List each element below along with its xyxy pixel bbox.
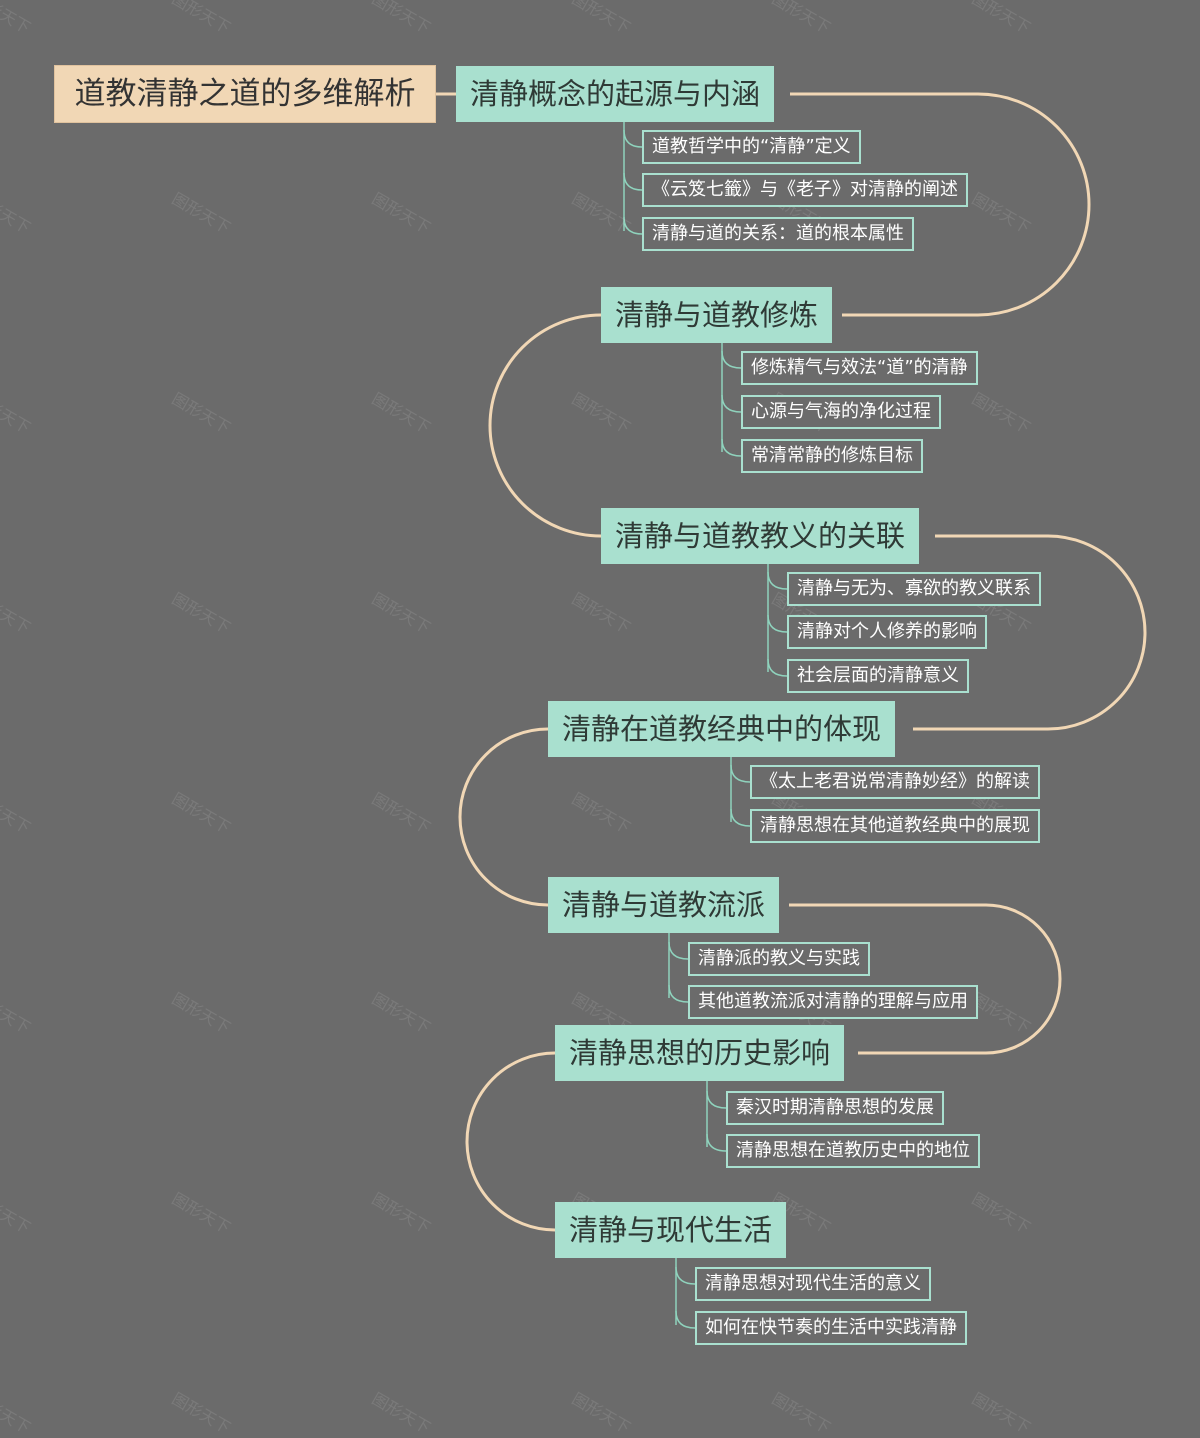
subtopic[interactable]: 清静与无为、寡欲的教义联系 [787, 572, 1041, 606]
topic-historical-influence[interactable]: 清静思想的历史影响 [555, 1025, 845, 1081]
subtopic[interactable]: 清静派的教义与实践 [688, 942, 870, 976]
subtopic[interactable]: 其他道教流派对清静的理解与应用 [688, 985, 978, 1019]
spine-connector-5 [789, 903, 1062, 1055]
branch-line [668, 941, 689, 960]
spine-connector-2 [488, 313, 602, 538]
subtopic[interactable]: 如何在快节奏的生活中实践清静 [695, 1311, 967, 1345]
subtopic[interactable]: 清静对个人修养的影响 [787, 615, 987, 649]
subtopic[interactable]: 心源与气海的净化过程 [741, 395, 941, 429]
branch-line [721, 394, 742, 413]
subtopic[interactable]: 清静思想对现代生活的意义 [695, 1267, 931, 1301]
spine-connector-6 [465, 1051, 556, 1232]
branch-line [706, 1133, 727, 1152]
topic-modern-life[interactable]: 清静与现代生活 [555, 1202, 787, 1258]
topic-schools[interactable]: 清静与道教流派 [548, 877, 780, 933]
branch-line [730, 764, 751, 783]
branch-line [706, 1090, 727, 1109]
topic-origin-and-meaning[interactable]: 清静概念的起源与内涵 [456, 66, 775, 122]
subtopic[interactable]: 修炼精气与效法“道”的清静 [741, 351, 978, 385]
branch-line [767, 614, 788, 633]
branch-line [623, 216, 643, 235]
subtopic[interactable]: 《云笈七籤》与《老子》对清静的阐述 [642, 173, 968, 207]
branch-line [675, 1266, 696, 1285]
branch-line [721, 438, 742, 457]
subtopic[interactable]: 清静思想在其他道教经典中的展现 [750, 809, 1040, 843]
subtopic[interactable]: 清静思想在道教历史中的地位 [726, 1134, 980, 1168]
root-topic[interactable]: 道教清静之道的多维解析 [54, 65, 436, 123]
topic-classics[interactable]: 清静在道教经典中的体现 [548, 701, 896, 757]
branch-line [668, 984, 689, 1003]
branch-line [623, 129, 643, 148]
branch-line [623, 172, 643, 191]
branch-line [767, 571, 788, 590]
subtopic[interactable]: 秦汉时期清静思想的发展 [726, 1091, 944, 1125]
spine-connector-1 [790, 92, 1091, 317]
subtopic[interactable]: 常清常静的修炼目标 [741, 439, 923, 473]
branch-line [730, 808, 751, 827]
subtopic[interactable]: 社会层面的清静意义 [787, 659, 969, 693]
topic-doctrine-relation[interactable]: 清静与道教教义的关联 [601, 508, 920, 564]
branch-line [675, 1310, 696, 1329]
spine-connector-3 [913, 534, 1147, 731]
topic-cultivation[interactable]: 清静与道教修炼 [601, 287, 833, 343]
branch-line [767, 658, 788, 677]
subtopic[interactable]: 道教哲学中的“清静”定义 [642, 130, 861, 164]
spine-connector-4 [458, 727, 549, 907]
branch-line [721, 350, 742, 369]
subtopic[interactable]: 清静与道的关系：道的根本属性 [642, 217, 914, 251]
subtopic[interactable]: 《太上老君说常清静妙经》的解读 [750, 765, 1040, 799]
